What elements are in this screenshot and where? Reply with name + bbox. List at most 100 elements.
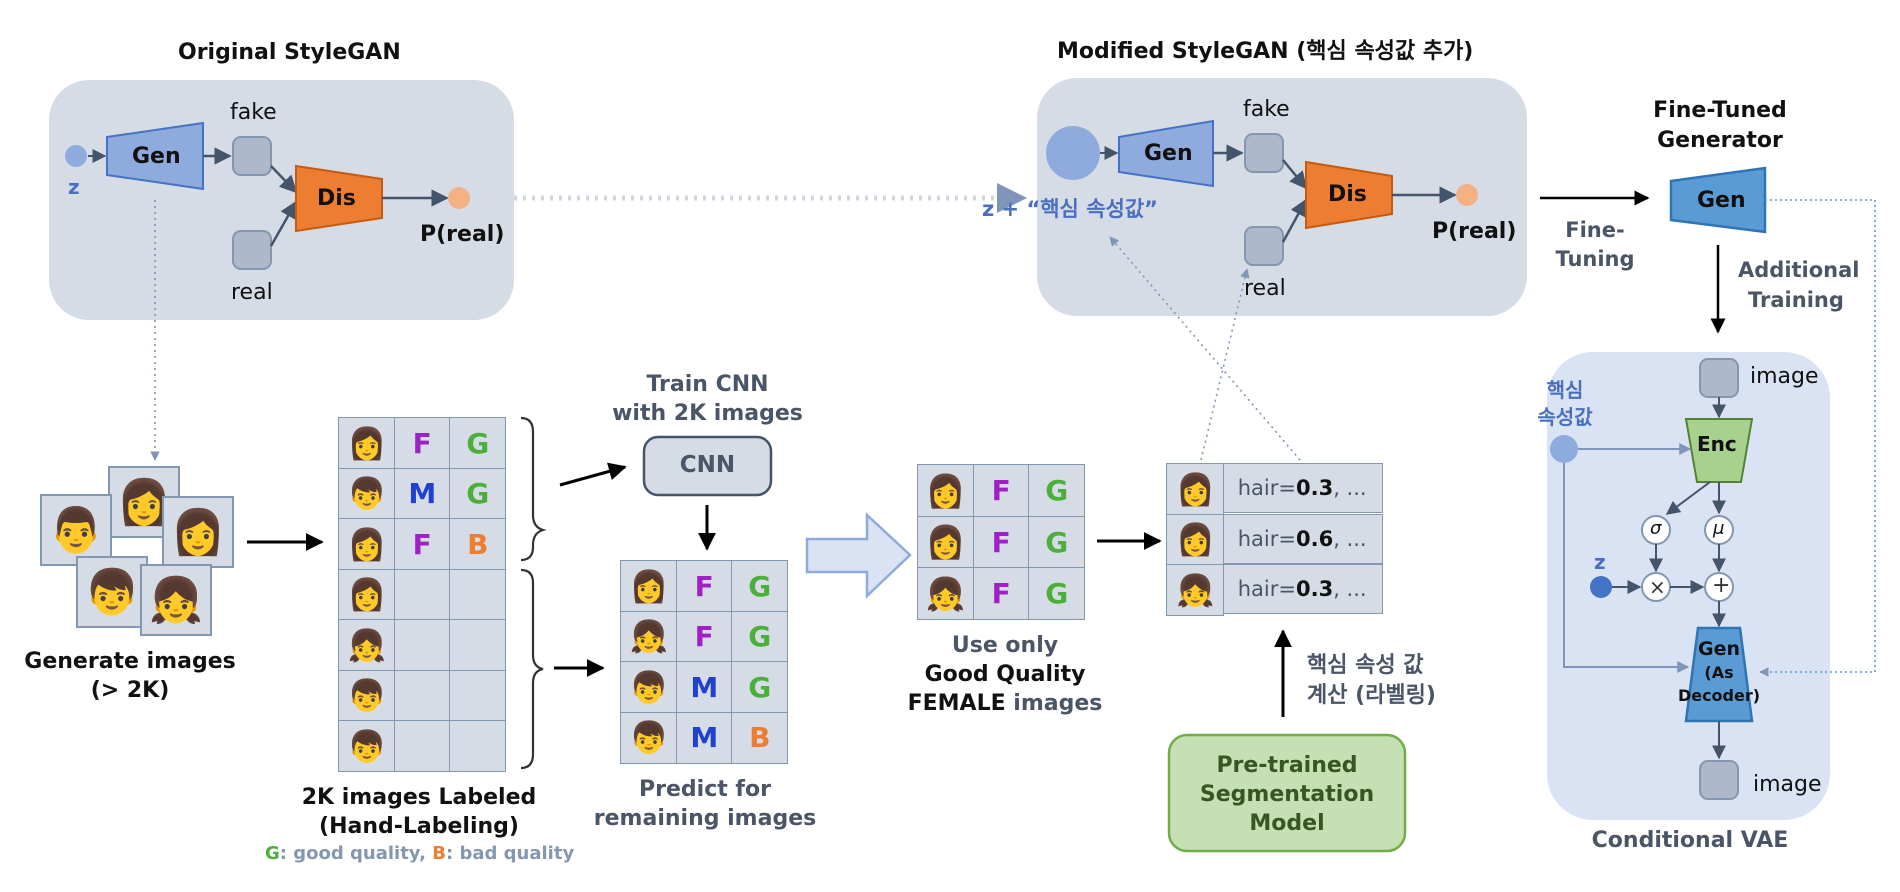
face-cell: 👩 — [338, 417, 396, 470]
quality-cell — [449, 669, 507, 722]
face-image: 👩 — [162, 496, 234, 568]
female-caption-3a: FEMALE — [907, 691, 1006, 716]
gender-cell — [393, 619, 451, 672]
attr-key: hair= — [1237, 577, 1296, 602]
attr-value: 0.6 — [1296, 526, 1334, 551]
legend-b: B — [432, 843, 446, 864]
table-row: 👦 — [338, 669, 507, 722]
mu-label: μ — [1713, 518, 1725, 539]
gen-block-modified — [1118, 119, 1214, 188]
generate-caption-2: (> 2K) — [90, 678, 170, 703]
compute-label-1: 핵심 속성 값 — [1307, 653, 1424, 678]
gender-cell — [393, 720, 451, 773]
table-row: 👦 — [338, 720, 507, 773]
attr-value-cell: hair=0.6, ... — [1222, 513, 1383, 564]
cnn-box-label: CNN — [679, 452, 736, 478]
cvae-image-top — [1699, 358, 1739, 398]
enc-label: Enc — [1697, 432, 1737, 456]
table-row: 👩hair=0.3, ... — [1166, 463, 1383, 516]
attr-value-cell: hair=0.3, ... — [1222, 564, 1383, 615]
generate-caption-1: Generate images — [24, 649, 236, 674]
z-attr-node — [1046, 126, 1100, 180]
attribute-table: 👩hair=0.3, ...👩hair=0.6, ...👧hair=0.3, .… — [1166, 463, 1383, 617]
decoder-label-3: Decoder) — [1677, 686, 1761, 705]
gender-cell: F — [972, 567, 1030, 621]
legend-g-text: : good quality, — [279, 843, 426, 864]
gender-cell — [393, 568, 451, 621]
cvae-image-top-label: image — [1750, 364, 1819, 389]
face-cell: 👧 — [338, 619, 396, 672]
cnn-train-label-2: with 2K images — [612, 401, 803, 426]
fake-node — [232, 136, 272, 176]
gender-cell: F — [393, 417, 451, 470]
generated-images-stack: 👩 👨 👩 👦 👧 — [40, 466, 240, 636]
attr-key: hair= — [1237, 526, 1296, 551]
original-title: Original StyleGAN — [178, 40, 401, 65]
finetuned-title-2: Generator — [1657, 128, 1783, 153]
cvae-attr-label-2: 속성값 — [1537, 405, 1593, 429]
sigma-label: σ — [1650, 518, 1662, 539]
cvae-image-bottom — [1699, 760, 1739, 800]
quality-cell: G — [731, 560, 789, 613]
block-arrow — [805, 512, 912, 599]
gen-label-finetuned: Gen — [1697, 188, 1746, 213]
legend-b-text: : bad quality — [446, 843, 575, 864]
attr-value: 0.3 — [1296, 476, 1334, 501]
predict-caption-2: remaining images — [593, 806, 817, 831]
female-caption-1: Use only — [951, 633, 1059, 658]
quality-cell: B — [731, 711, 789, 764]
gen-label-original: Gen — [132, 144, 181, 169]
face-cell: 👦 — [620, 661, 678, 714]
gen-block-original — [106, 121, 204, 191]
cvae-image-bottom-label: image — [1753, 772, 1822, 797]
z-label: z — [68, 175, 80, 199]
quality-cell: G — [731, 610, 789, 663]
cvae-attr-label-1: 핵심 — [1546, 378, 1584, 402]
z-attr-label: z + “핵심 속성값” — [982, 197, 1158, 221]
face-cell: 👩 — [620, 560, 678, 613]
table-row: 👩hair=0.6, ... — [1166, 513, 1383, 566]
face-cell: 👧 — [620, 610, 678, 663]
face-image: 👧 — [140, 564, 212, 636]
face-cell: 👩 — [917, 464, 975, 518]
gender-cell: F — [972, 515, 1030, 569]
face-cell: 👧 — [1166, 564, 1225, 617]
decoder-block — [1684, 626, 1754, 723]
attr-rest: , ... — [1333, 476, 1367, 501]
decoder-label-1: Gen — [1697, 638, 1740, 660]
dis-label-original: Dis — [317, 186, 356, 211]
quality-cell — [449, 720, 507, 773]
gender-cell: M — [675, 711, 733, 764]
face-image: 👦 — [76, 556, 148, 628]
modified-title: Modified StyleGAN (핵심 속성값 추가) — [1057, 39, 1474, 64]
real-label: real — [231, 280, 273, 305]
real-label-modified: real — [1244, 276, 1286, 301]
table-row: 👧hair=0.3, ... — [1166, 564, 1383, 617]
gender-cell: F — [393, 518, 451, 571]
quality-cell — [449, 568, 507, 621]
legend: G: good quality, B: bad quality — [265, 843, 574, 864]
segmentation-label-3: Model — [1249, 811, 1325, 836]
face-cell: 👦 — [338, 669, 396, 722]
quality-cell: B — [449, 518, 507, 571]
segmentation-label-1: Pre-trained — [1216, 753, 1358, 778]
female-caption-2: Good Quality — [924, 662, 1086, 687]
legend-g: G — [265, 843, 280, 864]
cvae-z-label: z — [1594, 550, 1606, 574]
compute-label-2: 계산 (라벨링) — [1307, 683, 1436, 708]
gender-cell: F — [675, 560, 733, 613]
attr-value-cell: hair=0.3, ... — [1222, 463, 1383, 514]
preal-node-modified — [1456, 184, 1478, 206]
gender-cell: M — [393, 467, 451, 520]
gender-cell — [393, 669, 451, 722]
female-caption-3: FEMALE images — [890, 691, 1120, 716]
